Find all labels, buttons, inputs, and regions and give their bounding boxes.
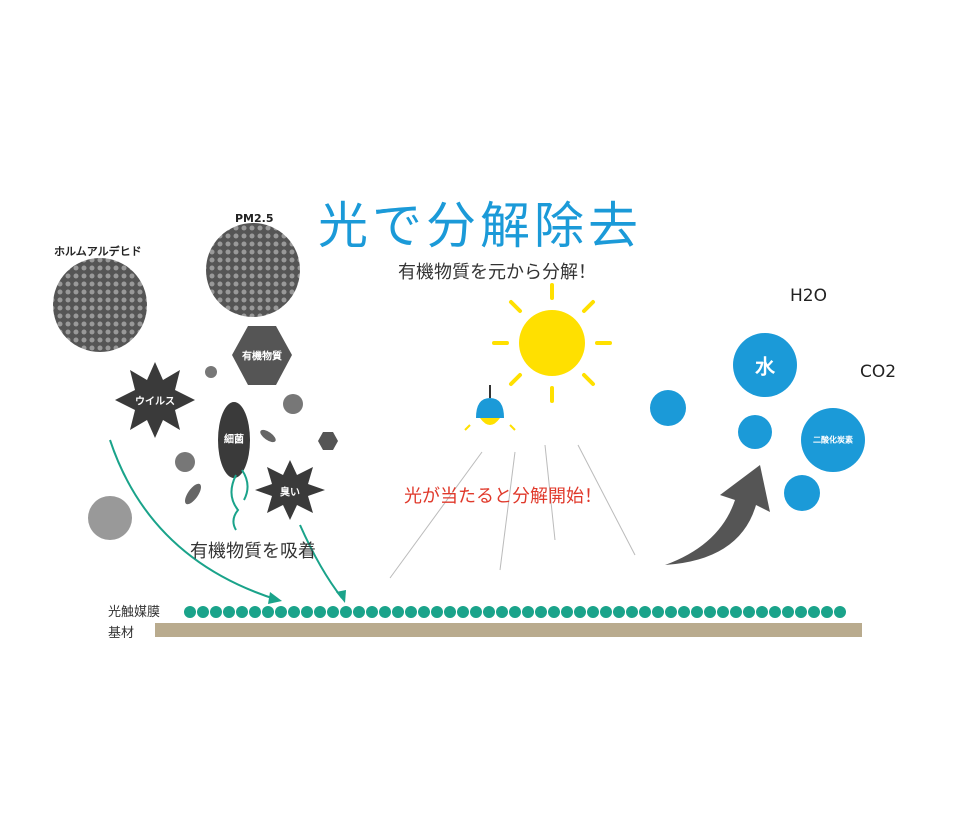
film-particle: [782, 606, 794, 618]
small-bacterium: [184, 483, 202, 505]
film-particle: [730, 606, 742, 618]
organic-label: 有機物質: [242, 351, 282, 363]
large-particle: [88, 496, 132, 540]
co2-molecule: [801, 408, 865, 472]
film-particle: [795, 606, 807, 618]
film-particle: [275, 606, 287, 618]
bacteria-flagella: [230, 469, 249, 531]
substrate-bar: [155, 623, 862, 637]
h2o-label: H2O: [790, 286, 827, 306]
bacteria-shape: [218, 402, 250, 478]
molecule-dot: [650, 390, 686, 426]
film-particle: [691, 606, 703, 618]
film-particle: [249, 606, 261, 618]
film-particle: [808, 606, 820, 618]
film-particle: [756, 606, 768, 618]
film-particle: [184, 606, 196, 618]
film-particle: [535, 606, 547, 618]
pm25-label: PM2.5: [235, 212, 274, 225]
co2-label: CO2: [860, 362, 897, 382]
film-particle: [665, 606, 677, 618]
film-particle: [834, 606, 846, 618]
film-particle: [574, 606, 586, 618]
film-particle: [509, 606, 521, 618]
sun-icon: [492, 283, 612, 403]
light-bulb-icon: [464, 385, 516, 431]
film-particle: [340, 606, 352, 618]
odor-shape: [255, 460, 325, 520]
water-molecule: [733, 333, 797, 397]
light-rays: [389, 444, 636, 579]
small-particle: [175, 452, 195, 472]
adsorb-arrowhead: [268, 592, 282, 604]
film-particle: [236, 606, 248, 618]
small-hexagon: [318, 432, 338, 450]
film-particle: [366, 606, 378, 618]
film-particle: [600, 606, 612, 618]
film-particle: [821, 606, 833, 618]
film-particle: [652, 606, 664, 618]
film-particle: [639, 606, 651, 618]
film-particle: [392, 606, 404, 618]
odor-label: 臭い: [280, 487, 300, 499]
small-particle: [205, 366, 217, 378]
film-particle: [626, 606, 638, 618]
film-particle: [314, 606, 326, 618]
formaldehyde-label: ホルムアルデヒド: [54, 245, 142, 258]
film-particle: [197, 606, 209, 618]
film-particle: [262, 606, 274, 618]
molecule-dot: [738, 415, 772, 449]
diagram-title: 光で分解除去: [318, 197, 642, 255]
film-particle: [418, 606, 430, 618]
adsorb-text: 有機物質を吸着: [190, 541, 316, 562]
film-particle: [548, 606, 560, 618]
adsorb-arrowhead: [336, 590, 346, 603]
bacteria-label: 細菌: [224, 434, 244, 446]
diagram-subtitle: 有機物質を元から分解！: [398, 262, 596, 283]
virus-label: ウイルス: [135, 396, 175, 408]
film-particle: [353, 606, 365, 618]
light-start-text: 光が当たると分解開始！: [404, 486, 602, 507]
carbon-dioxide-label: 二酸化炭素: [813, 435, 853, 445]
small-particle: [283, 394, 303, 414]
film-particle: [743, 606, 755, 618]
water-label: 水: [755, 354, 775, 379]
film-particle: [210, 606, 222, 618]
film-particle: [496, 606, 508, 618]
film-particle: [431, 606, 443, 618]
decomposition-arrow: [665, 465, 770, 565]
film-label: 光触媒膜: [108, 605, 161, 620]
film-particle: [704, 606, 716, 618]
film-particle: [457, 606, 469, 618]
substrate-label: 基材: [108, 626, 135, 641]
film-particle: [470, 606, 482, 618]
film-particle: [587, 606, 599, 618]
virus-shape: [115, 362, 195, 438]
film-particle: [379, 606, 391, 618]
film-particle: [613, 606, 625, 618]
photocatalyst-film: [184, 606, 846, 618]
formaldehyde-micrograph: [53, 258, 147, 352]
film-particle: [483, 606, 495, 618]
film-particle: [288, 606, 300, 618]
adsorb-arrow: [109, 439, 279, 601]
film-particle: [327, 606, 339, 618]
film-particle: [522, 606, 534, 618]
film-particle: [223, 606, 235, 618]
film-particle: [405, 606, 417, 618]
pm25-micrograph: [206, 223, 300, 317]
film-particle: [561, 606, 573, 618]
film-particle: [301, 606, 313, 618]
film-particle: [717, 606, 729, 618]
molecule-dot: [784, 475, 820, 511]
film-particle: [444, 606, 456, 618]
film-particle: [678, 606, 690, 618]
small-bacterium: [260, 429, 276, 443]
organic-matter-hexagon: [232, 326, 292, 385]
film-particle: [769, 606, 781, 618]
